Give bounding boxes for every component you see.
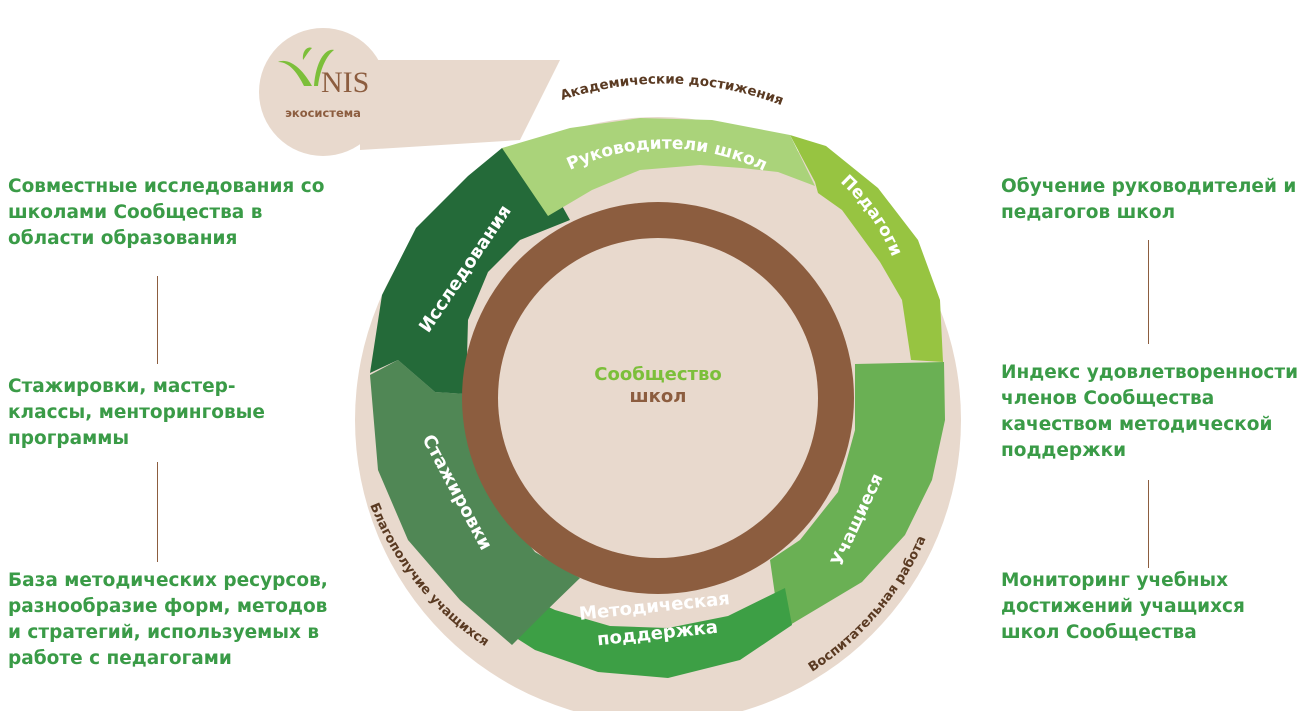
logo-subtitle: экосистема xyxy=(285,106,361,120)
segment-internships[interactable] xyxy=(370,360,580,645)
center-label-line2: школ xyxy=(630,386,687,407)
segment-group xyxy=(370,118,945,678)
segment-teachers[interactable] xyxy=(790,135,943,362)
right-item-monitoring: Мониторинг учебных достижений учащихся ш… xyxy=(1001,570,1245,643)
segment-methodical[interactable] xyxy=(488,588,792,678)
right-divider-1 xyxy=(1148,240,1149,344)
logo-brand: NIS xyxy=(321,66,369,99)
right-item-satisfaction-index: Индекс удовлетворенности членов Сообщест… xyxy=(1001,362,1299,461)
left-divider-2 xyxy=(157,462,158,562)
right-divider-2 xyxy=(1148,480,1149,568)
left-item-internships: Стажировки, мастер-классы, менторинговые… xyxy=(8,376,265,449)
segment-research[interactable] xyxy=(370,148,570,394)
left-divider-1 xyxy=(157,276,158,364)
nis-logo: NIS экосистема xyxy=(278,47,369,120)
label-academic-achievements: Академические достижения xyxy=(558,71,785,109)
community-center xyxy=(498,238,818,558)
left-item-resources: База методических ресурсов, разнообразие… xyxy=(8,570,328,669)
segment-leaders[interactable] xyxy=(502,118,815,216)
left-item-research: Совместные исследования со школами Сообщ… xyxy=(8,176,325,249)
center-label-line1: Сообщество xyxy=(594,364,721,385)
right-item-training: Обучение руководителей и педагогов школ xyxy=(1001,176,1297,223)
segment-students[interactable] xyxy=(770,362,945,625)
leaf-icon xyxy=(278,47,334,86)
